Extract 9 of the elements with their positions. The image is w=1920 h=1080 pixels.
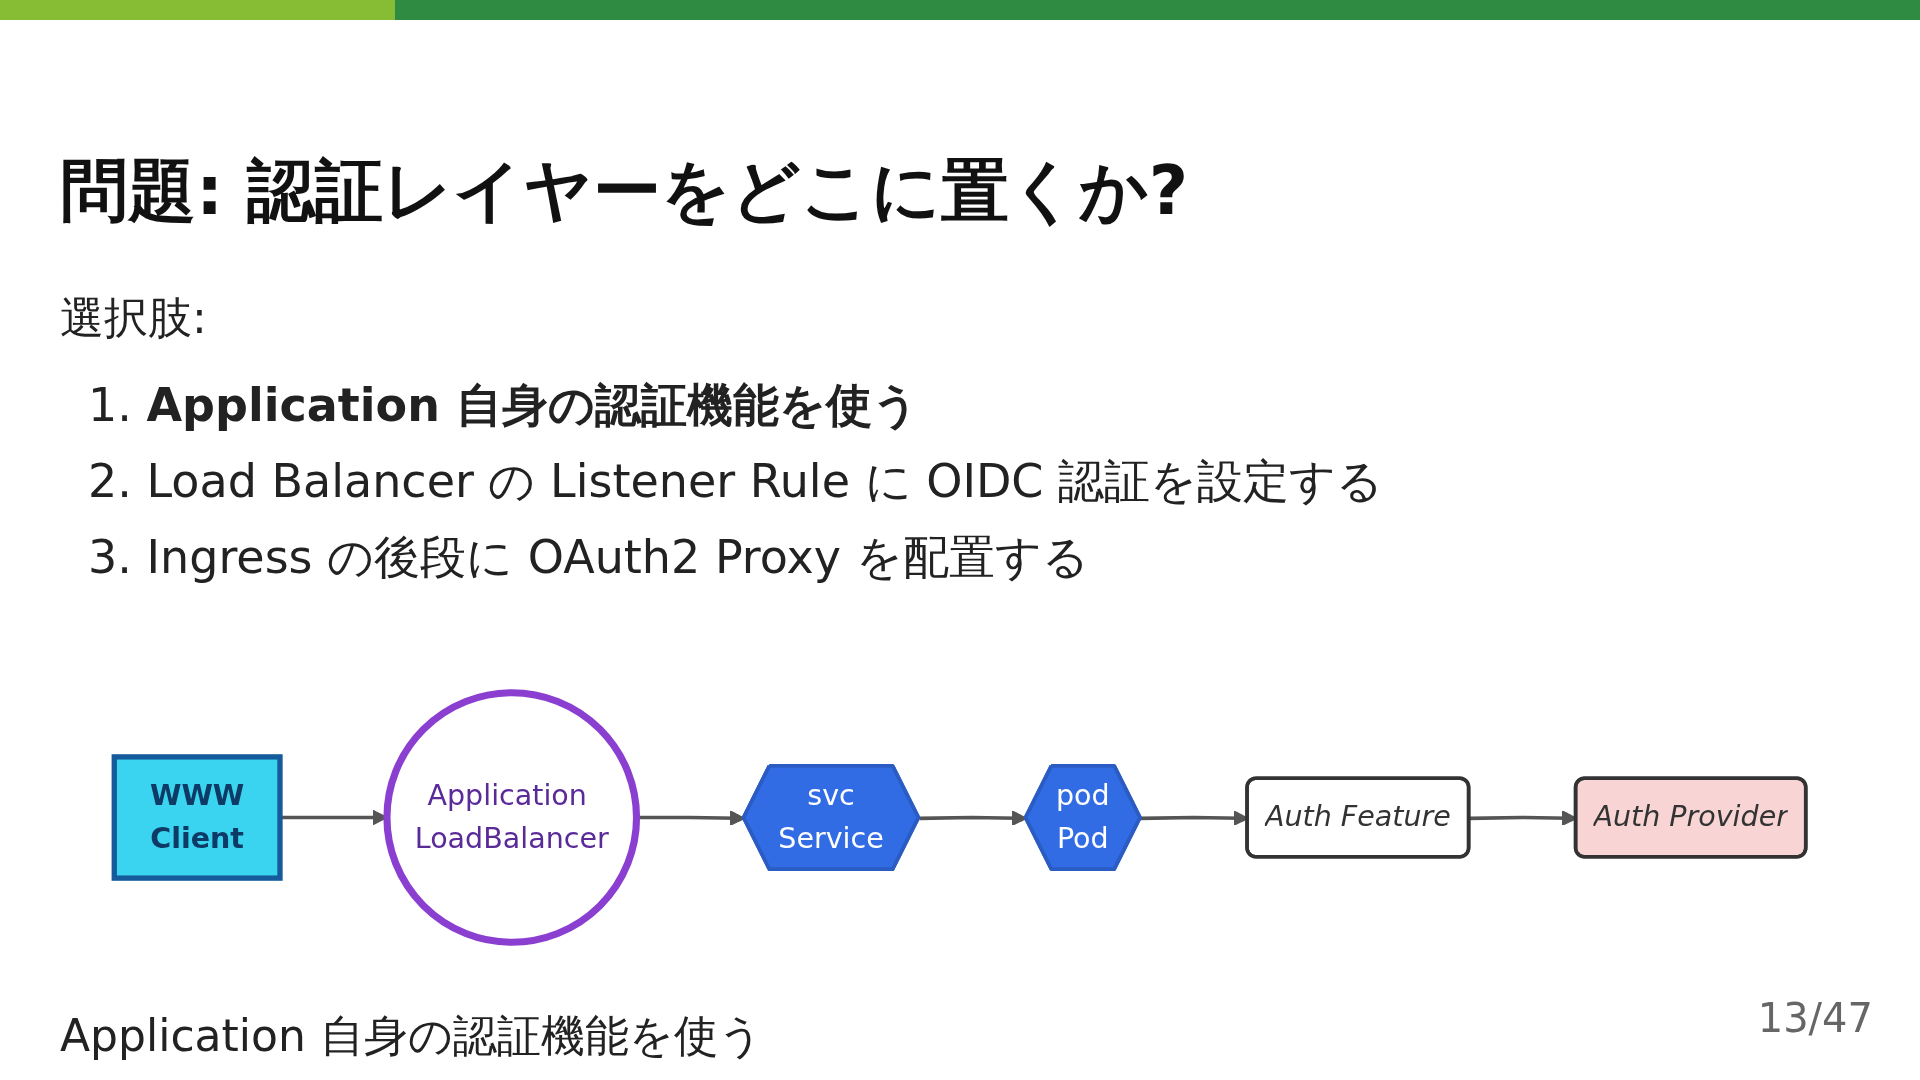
- options-heading: 選択肢:: [60, 292, 207, 345]
- list-item: 2. Load Balancer の Listener Rule に OIDC 認証を設定する: [88, 454, 1384, 510]
- list-item: 1. Application 自身の認証機能を使う: [88, 378, 919, 434]
- node-box: WWW Client: [111, 754, 283, 881]
- slide-caption: Application 自身の認証機能を使う: [60, 1010, 763, 1063]
- slide-title: 問題: 認証レイヤーをどこに置くか?: [60, 150, 1189, 232]
- node-circle: Application LoadBalancer: [383, 689, 641, 946]
- list-item: 3. Ingress の後段に OAuth2 Proxy を配置する: [88, 530, 1089, 586]
- page-number: 13/47: [1757, 994, 1873, 1042]
